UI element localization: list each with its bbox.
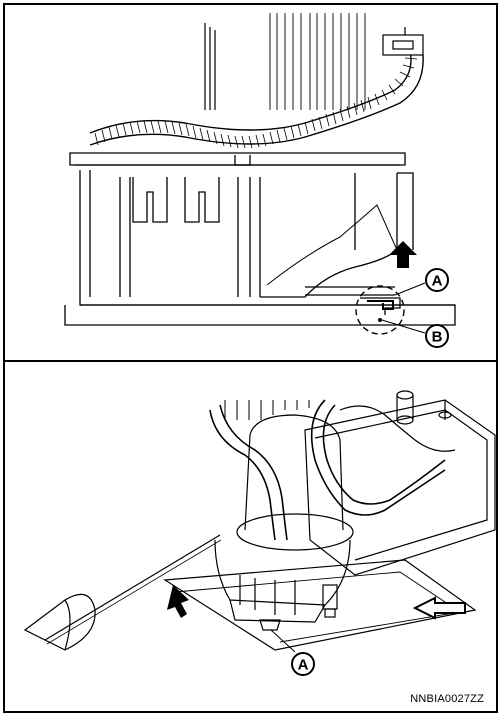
detail-circle-b bbox=[355, 285, 405, 335]
callout-a-circle-top bbox=[425, 268, 449, 292]
top-panel: A B bbox=[5, 5, 496, 360]
callout-a-circle-bottom bbox=[291, 652, 315, 676]
callout-a-label-bottom: A bbox=[298, 657, 309, 674]
diagram-frame: A B bbox=[3, 3, 498, 713]
callout-b-label: B bbox=[432, 329, 443, 346]
fuel-sender-release-illustration: A B bbox=[64, 13, 456, 348]
bottom-panel: A bbox=[5, 360, 496, 711]
callout-a-label-top: A bbox=[432, 273, 443, 290]
callout-b-circle bbox=[425, 324, 449, 348]
panel-divider bbox=[5, 360, 496, 362]
figure-code: NNBIA0027ZZ bbox=[410, 693, 484, 705]
fuel-sender-removal-illustration: A bbox=[23, 390, 496, 676]
